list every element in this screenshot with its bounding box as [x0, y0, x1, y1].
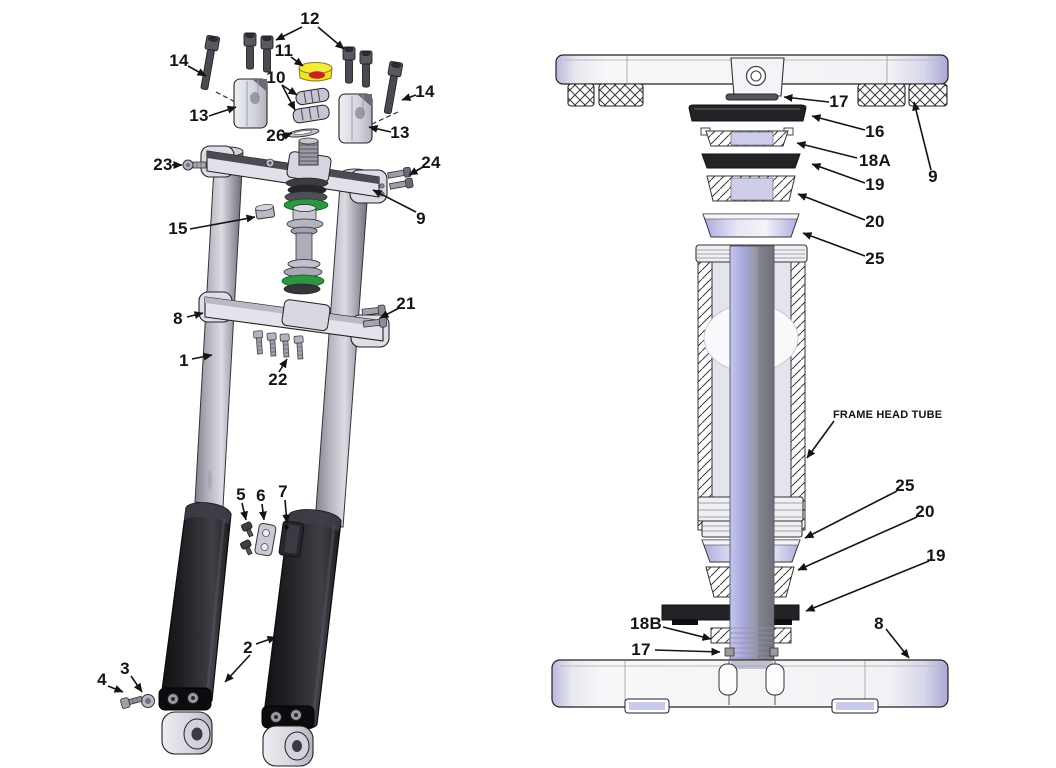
steering-stem — [729, 245, 775, 661]
guide-bracket — [278, 520, 305, 558]
guide-plate — [254, 522, 277, 557]
callout-20-bottom: 20 — [915, 502, 935, 521]
callout-24: 24 — [421, 153, 441, 172]
callout-1: 1 — [179, 351, 189, 370]
callout-14-right: 14 — [415, 82, 435, 101]
steering-stem-stack — [281, 177, 329, 295]
axle-washer — [141, 694, 155, 708]
lower-clamp-feet — [624, 698, 879, 714]
fork-tube-right — [314, 168, 370, 528]
bar-clamp-half-upper — [295, 87, 330, 106]
callout-9-right: 9 — [928, 167, 938, 186]
clamp-screws — [253, 330, 304, 360]
bearing-race-18A — [700, 127, 794, 147]
callout-23: 23 — [153, 155, 173, 174]
frame-head-tube-label: FRAME HEAD TUBE — [833, 409, 943, 421]
fork-guard-right — [261, 509, 342, 767]
axle-bolt — [120, 695, 143, 709]
callout-22: 22 — [268, 370, 288, 389]
top-triple-clamp — [200, 145, 388, 204]
callout-13-right: 13 — [390, 123, 410, 142]
callout-14-left: 14 — [169, 51, 189, 70]
callout-11: 11 — [274, 41, 294, 60]
callout-21: 21 — [396, 294, 416, 313]
handlebar-clamp-bolts — [243, 32, 373, 88]
stem-cap — [298, 62, 333, 82]
callout-25-top: 25 — [865, 249, 885, 268]
callout-4: 4 — [97, 670, 107, 689]
pinch-bolts-right-top — [387, 166, 414, 190]
adjuster-nut — [255, 203, 275, 220]
pinch-bolt-left — [182, 159, 207, 171]
callout-7: 7 — [278, 482, 288, 501]
callout-19-bottom: 19 — [926, 546, 946, 565]
callout-2: 2 — [243, 638, 253, 657]
washer-18B — [710, 627, 792, 644]
frame-head-tube — [661, 244, 808, 661]
stem-washer-bottom — [724, 647, 779, 657]
bar-mount-long-bolt-right — [383, 60, 404, 115]
callout-8-right: 8 — [874, 614, 884, 633]
callout-3: 3 — [120, 659, 130, 678]
callout-13-left: 13 — [189, 106, 209, 125]
bar-clamp-half-lower — [292, 104, 330, 124]
top-clamp-section — [555, 54, 949, 107]
axle-lug-right — [262, 725, 314, 767]
stem-washer — [286, 128, 320, 138]
callout-20-top: 20 — [865, 212, 885, 231]
callout-10: 10 — [266, 68, 286, 87]
callout-16: 16 — [865, 122, 885, 141]
leader-lines — [107, 26, 932, 693]
bearing-race-25-top — [702, 213, 800, 238]
guide-screws — [240, 521, 254, 556]
callout-26: 26 — [266, 126, 286, 145]
callout-8-left: 8 — [173, 309, 183, 328]
callout-19-top: 19 — [865, 175, 885, 194]
assembly-axis-left — [215, 91, 240, 105]
assembly-axis-right — [371, 111, 399, 125]
callout-5: 5 — [236, 485, 246, 504]
callout-6: 6 — [256, 486, 266, 505]
stem-washer-top — [725, 93, 779, 101]
fork-tube-left — [194, 146, 244, 508]
dust-seal-upper — [688, 104, 807, 122]
bar-mount-left — [233, 78, 268, 129]
bar-mount-long-bolt-left — [200, 34, 221, 91]
seal-ring-upper — [701, 153, 801, 169]
callout-18A: 18A — [858, 151, 892, 170]
bar-mount-right — [338, 93, 373, 144]
callout-12: 12 — [300, 9, 320, 28]
bearing-cone-20-top — [706, 175, 796, 202]
steering-stem-top — [298, 137, 319, 166]
fork-guard-left — [158, 502, 232, 755]
callout-17-bottom: 17 — [631, 640, 651, 659]
head-tube-section-view — [551, 54, 949, 714]
callout-17-top: 17 — [829, 92, 849, 111]
upper-bearing-stack — [688, 93, 807, 238]
exploded-fork-view — [120, 32, 414, 767]
callout-18B: 18B — [629, 614, 663, 633]
callout-15: 15 — [168, 219, 188, 238]
axle-lug-left — [161, 711, 213, 755]
callout-25-bottom: 25 — [895, 476, 915, 495]
cobra-logo — [309, 71, 325, 79]
bar-mount-boss-sections — [567, 83, 948, 107]
callout-9-left: 9 — [416, 209, 426, 228]
pinch-bolts-lower-clamp — [361, 304, 388, 328]
lower-clamp-section — [551, 659, 949, 714]
